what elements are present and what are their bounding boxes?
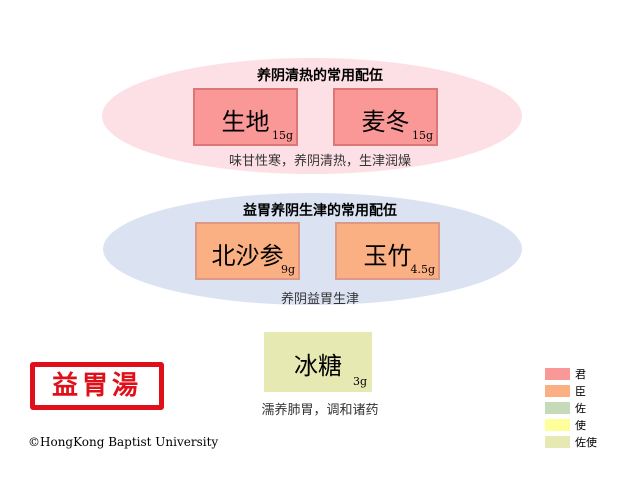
herb-dose: 9g bbox=[280, 263, 295, 276]
herb-name: 北沙参 bbox=[211, 242, 284, 270]
herb-dose: 4.5g bbox=[410, 263, 435, 276]
group2-title: 益胃养阴生津的常用配伍 bbox=[243, 203, 397, 219]
legend-swatch bbox=[545, 436, 570, 448]
legend-swatch bbox=[545, 385, 570, 397]
group1-title: 养阴清热的常用配伍 bbox=[257, 68, 383, 84]
legend-swatch bbox=[545, 402, 570, 414]
herb-dose: 3g bbox=[352, 375, 367, 388]
ellipse-group2 bbox=[103, 193, 522, 305]
legend-label: 佐 bbox=[575, 402, 586, 415]
herb-name: 冰糖 bbox=[294, 352, 342, 380]
copyright: ©HongKong Baptist University bbox=[28, 435, 219, 449]
herb-box-maidong: 麦冬 15g bbox=[333, 88, 438, 146]
herb-box-bingtang: 冰糖 3g bbox=[264, 332, 372, 392]
group3-desc: 濡养肺胃，调和诸药 bbox=[261, 403, 379, 418]
herb-dose: 15g bbox=[411, 129, 433, 142]
group1-desc: 味甘性寒，养阴清热，生津润燥 bbox=[228, 154, 411, 169]
legend-label: 佐使 bbox=[575, 436, 597, 449]
herb-box-beishashen: 北沙参 9g bbox=[195, 222, 300, 280]
legend-label: 臣 bbox=[575, 385, 586, 398]
legend-label: 使 bbox=[575, 419, 586, 432]
herb-name: 麦冬 bbox=[361, 108, 410, 136]
herb-box-shengdi: 生地 15g bbox=[193, 88, 298, 146]
legend-swatch bbox=[545, 419, 570, 431]
herb-dose: 15g bbox=[271, 129, 293, 142]
ellipse-group1 bbox=[102, 58, 522, 174]
legend-label: 君 bbox=[575, 368, 586, 381]
group2-desc: 养阴益胃生津 bbox=[280, 292, 359, 307]
herb-name: 生地 bbox=[221, 108, 270, 136]
herb-name: 玉竹 bbox=[363, 242, 412, 270]
stamp-logo: 益胃湯 bbox=[30, 362, 164, 410]
herb-box-yuzhu: 玉竹 4.5g bbox=[335, 222, 440, 280]
legend-swatch bbox=[545, 368, 570, 380]
